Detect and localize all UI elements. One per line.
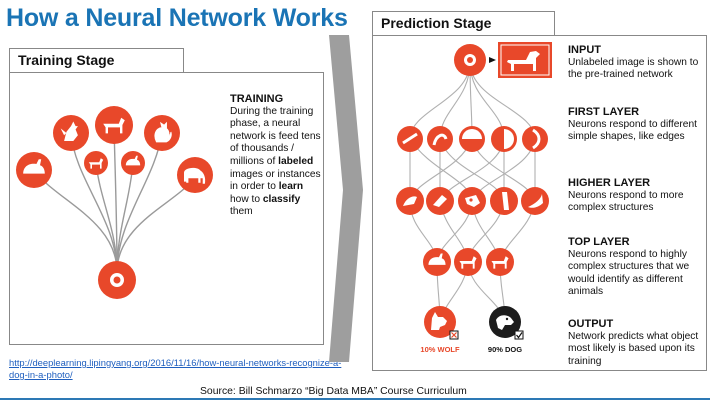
bottom-rule xyxy=(0,398,710,400)
training-stage-label: Training Stage xyxy=(18,52,115,68)
layer-heading: HIGHER LAYER xyxy=(568,177,651,189)
layer-heading: TOP LAYER xyxy=(568,236,630,248)
layer-text: Neurons respond to highly complex struct… xyxy=(568,248,690,298)
shape-feature-icon xyxy=(426,187,454,215)
layer-desc-first: FIRST LAYER Neurons respond to different… xyxy=(568,106,704,144)
shape-feature-icon xyxy=(521,187,549,215)
training-node-rooster-icon xyxy=(53,115,89,151)
page-title: How a Neural Network Works xyxy=(6,4,348,32)
training-node-elephant-icon xyxy=(177,157,213,193)
source-link[interactable]: http://deeplearning.lipingyang.org/2016/… xyxy=(9,357,342,380)
layer-desc-higher: HIGHER LAYER Neurons respond to more com… xyxy=(568,177,704,215)
layer-text: Network predicts what object most likely… xyxy=(568,330,699,367)
layer-text: Neurons respond to more complex structur… xyxy=(568,189,684,214)
edge-feature-icon xyxy=(427,126,453,152)
input-arrow-icon xyxy=(489,57,496,63)
shape-feature-icon xyxy=(458,187,486,215)
training-bold-classify: classify xyxy=(262,193,301,205)
layer-heading: FIRST LAYER xyxy=(568,106,640,118)
source-caption: Source: Bill Schmarzo “Big Data MBA” Cou… xyxy=(200,386,467,397)
training-text-3: how to xyxy=(230,193,263,205)
animal-feature-icon xyxy=(486,248,514,276)
layer-text: Neurons respond to different simple shap… xyxy=(568,118,697,143)
layer-desc-output: OUTPUT Network predicts what object most… xyxy=(568,318,704,368)
layer-desc-top: TOP LAYER Neurons respond to highly comp… xyxy=(568,236,704,299)
animal-feature-icon xyxy=(423,248,451,276)
prediction-stage-label-box: Prediction Stage xyxy=(372,11,555,36)
training-node-small-dog-icon xyxy=(84,151,108,175)
dog-output-label: 90% DOG xyxy=(488,345,522,354)
dog-output-icon xyxy=(489,306,524,340)
higher-layer-neurons xyxy=(396,187,549,215)
animal-feature-icon xyxy=(454,248,482,276)
input-dog-image-icon xyxy=(498,42,552,78)
training-network-node-icon xyxy=(98,261,136,299)
training-text-2: images or instances in order to xyxy=(230,168,321,193)
training-node-rabbit-icon xyxy=(16,152,52,188)
wolf-output-icon xyxy=(424,306,459,340)
layer-heading: OUTPUT xyxy=(568,318,614,330)
training-stage-label-box: Training Stage xyxy=(9,48,184,73)
first-layer-neurons xyxy=(397,126,548,152)
edge-feature-icon xyxy=(491,126,517,152)
layer-desc-input: INPUT Unlabeled image is shown to the pr… xyxy=(568,44,704,82)
training-image-nodes xyxy=(16,106,213,193)
wolf-output-label: 10% WOLF xyxy=(420,345,460,354)
top-layer-neurons xyxy=(423,248,514,276)
training-node-cat-icon xyxy=(144,115,180,151)
layer-text: Unlabeled image is shown to the pre-trai… xyxy=(568,56,699,81)
edge-feature-icon xyxy=(459,126,485,152)
training-bold-labeled: labeled xyxy=(278,155,314,167)
training-bold-learn: learn xyxy=(278,181,304,193)
stage-arrow-icon xyxy=(329,35,363,362)
edge-feature-icon xyxy=(522,126,548,152)
training-heading: TRAINING xyxy=(230,93,284,105)
shape-feature-icon xyxy=(396,187,424,215)
training-text-4: them xyxy=(230,206,253,218)
input-neuron-icon xyxy=(454,44,486,76)
training-node-dog-icon xyxy=(95,106,133,144)
shape-feature-icon xyxy=(490,187,518,215)
training-node-small-rabbit-icon xyxy=(121,151,145,175)
edge-feature-icon xyxy=(397,126,423,152)
prediction-stage-label: Prediction Stage xyxy=(381,15,492,31)
training-text-1: During the training phase, a neural netw… xyxy=(230,105,321,167)
layer-heading: INPUT xyxy=(568,44,601,56)
